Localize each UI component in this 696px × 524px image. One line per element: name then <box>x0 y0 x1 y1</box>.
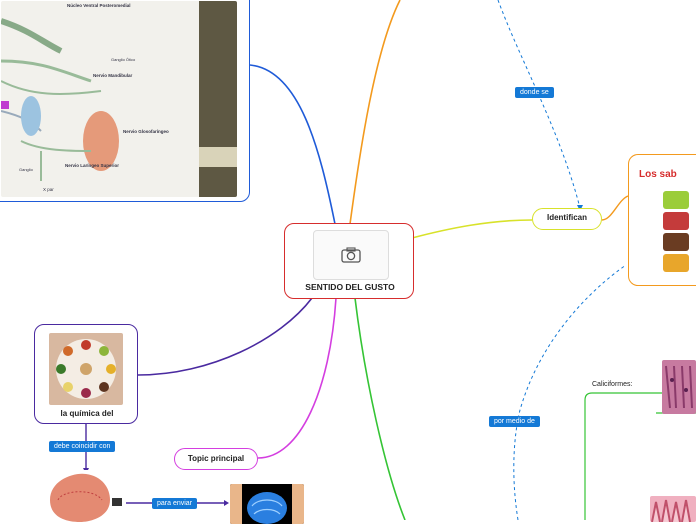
quimica-title: la química del <box>60 409 114 418</box>
link-sabores <box>601 195 629 221</box>
sabores-node[interactable]: Los sab <box>628 154 696 286</box>
topic-node[interactable]: Topic principal <box>174 448 258 470</box>
central-title: SENTIDO DEL GUSTO <box>305 282 395 292</box>
link-caliciformes <box>584 392 662 520</box>
label-mandibular: Nervio Mandibular <box>93 73 133 78</box>
label-x-par: X par <box>43 187 54 192</box>
sabores-title: Los sab <box>639 169 677 180</box>
image-placeholder[interactable] <box>313 230 389 280</box>
histology-drawing <box>665 365 693 409</box>
papillae-image[interactable] <box>650 496 696 522</box>
link-green <box>354 297 406 520</box>
label-glosofaringeo: Nervio Glosofaríngeo <box>123 129 169 134</box>
nerve-diagram-image: Núcleo Ventral Posteromedial Ganglio Óti… <box>1 1 237 197</box>
tag-por-medio-de[interactable]: por medio de <box>489 416 540 427</box>
nerve-drawing: Núcleo Ventral Posteromedial Ganglio Óti… <box>1 3 169 192</box>
brain-drawing <box>230 484 304 524</box>
label-laringeo: Nervio Laríngeo Superior <box>65 163 119 168</box>
papillae-drawing <box>651 499 691 522</box>
caliciformes-label[interactable]: Caliciformes: <box>592 381 633 388</box>
link-blue <box>249 64 336 225</box>
quimica-node[interactable]: la química del <box>34 324 138 424</box>
central-node[interactable]: SENTIDO DEL GUSTO <box>284 223 414 299</box>
label-ganglio: Ganglio <box>19 167 34 172</box>
tag-para-enviar[interactable]: para enviar <box>152 498 198 509</box>
camera-icon <box>341 247 361 263</box>
tongue-map-image[interactable] <box>44 470 126 522</box>
sabores-image <box>659 189 696 275</box>
tag-donde-se[interactable]: donde se <box>515 87 554 98</box>
arrow-head-enviar <box>224 500 229 506</box>
brain-image[interactable] <box>230 484 304 524</box>
label-nucleo: Núcleo Ventral Posteromedial <box>67 3 131 8</box>
caliciformes-histology-image[interactable] <box>662 360 696 414</box>
food-wheel-drawing <box>56 339 116 399</box>
label-ganglio-otico: Ganglio Ótico <box>111 57 136 62</box>
link-dashed-donde <box>497 0 581 209</box>
nerve-image-node[interactable]: Núcleo Ventral Posteromedial Ganglio Óti… <box>0 0 250 202</box>
link-purple <box>137 297 313 376</box>
link-dashed-medio <box>513 264 627 520</box>
link-yellow <box>411 219 533 239</box>
tag-debe-coincidir[interactable]: debe coincidir con <box>49 441 116 452</box>
food-wheel-image <box>49 333 123 405</box>
tongue-drawing <box>50 473 122 522</box>
link-magenta <box>257 297 337 459</box>
identifican-node[interactable]: Identifican <box>532 208 602 230</box>
link-orange <box>349 0 401 225</box>
